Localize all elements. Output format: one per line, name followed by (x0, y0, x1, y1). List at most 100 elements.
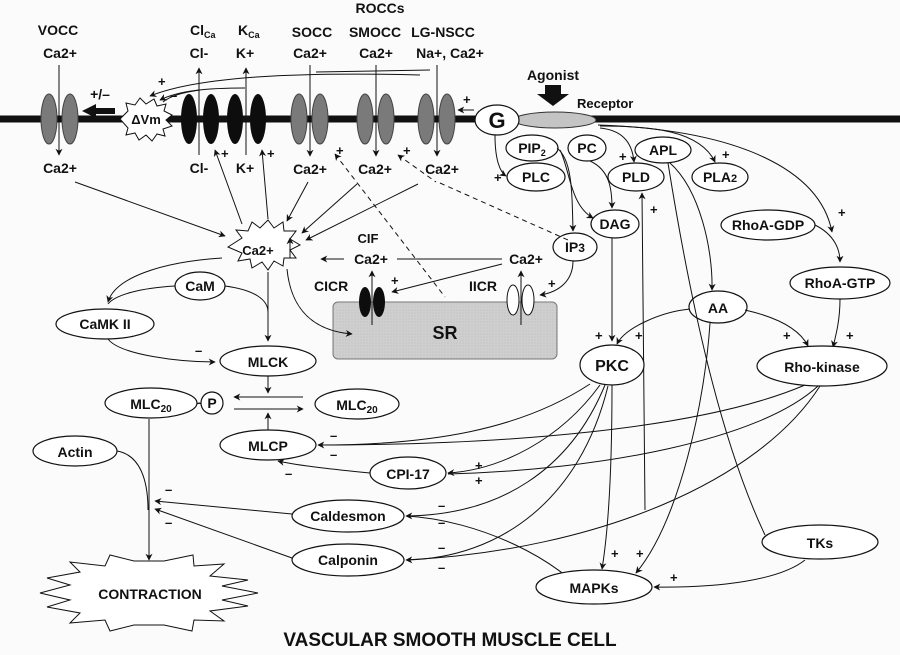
sr-label: SR (432, 323, 457, 343)
pld-plus: + (619, 149, 627, 164)
calponin-actin-minus: – (165, 515, 172, 530)
plc-plus: + (494, 170, 502, 185)
delta-vm-label: ΔVm (131, 112, 161, 127)
lgnscc-channel (417, 65, 456, 157)
clca-channel (181, 67, 219, 155)
clca-ion-top: Cl- (190, 45, 209, 61)
caldesmon-label: Caldesmon (310, 508, 385, 524)
aa-to-mapks-arrow (635, 322, 711, 574)
kca-ion-top: K+ (236, 45, 254, 61)
agonist-label: Agonist (527, 67, 579, 83)
apl-node (634, 136, 692, 164)
camk2-label: CaMK II (79, 316, 130, 332)
calponin-label: Calponin (318, 552, 378, 568)
calponin-minus-top: – (438, 540, 445, 555)
apl-to-aa-arrow (669, 162, 716, 291)
sr-calcium-left: Ca2+ (354, 251, 388, 267)
actin-to-contraction-line (116, 450, 149, 511)
g-to-plc-arrow (494, 134, 507, 177)
socc-plus: + (336, 143, 344, 158)
rho-kinase-to-cpi17-line (447, 385, 819, 475)
pkc-to-cpi17-arrow (447, 384, 601, 477)
clca-label: ClCa (190, 22, 216, 40)
rocc-bracket-line (315, 69, 431, 73)
rhoa-gtp-label: RhoA-GTP (805, 275, 876, 291)
lgnscc-label: LG-NSCC (411, 24, 475, 40)
clca-plus: + (221, 146, 229, 161)
mapks-plus-right: + (636, 546, 644, 561)
rhoa-gtp-to-rho-kinase-arrow (831, 298, 841, 348)
ip3-to-iicr-arrow (539, 260, 574, 298)
calcium-to-sr-arrow (286, 268, 353, 337)
pip2-to-ip3-arrow (556, 147, 577, 232)
smocc-to-calcium-arrow (301, 183, 358, 234)
cam-label: CaM (185, 278, 215, 294)
rho-kinase-label: Rho-kinase (784, 359, 860, 375)
delta-vm-effect-label: +/– (90, 86, 110, 102)
rho-kinase-node (756, 345, 888, 387)
iicr-channel (506, 270, 535, 325)
pkc-to-mapks-arrow (599, 384, 613, 570)
pc-label: PC (577, 140, 596, 156)
vocc-label: VOCC (38, 22, 78, 38)
mlc20-label: MLC20 (336, 397, 378, 416)
mapks-plus-left: + (611, 546, 619, 561)
mlcp-minus-top: – (330, 428, 337, 443)
sr-calcium-right: Ca2+ (509, 251, 543, 267)
cytosolic-calcium-label: Ca2+ (242, 243, 274, 258)
mapks-node (535, 569, 653, 605)
mlcp-minus-bottom: – (330, 447, 337, 462)
pkc-plus-right: + (635, 328, 643, 343)
pc-to-dag-arrow (589, 160, 616, 209)
clca-to-dvm-arrow (162, 89, 201, 103)
rho-kinase-to-calponin-line (405, 385, 821, 561)
mlcp-label: MLCP (248, 438, 288, 454)
kca-ion-bottom: K+ (236, 160, 254, 176)
dag-node (590, 209, 640, 239)
cpi17-label: CPI-17 (386, 466, 430, 482)
aa-to-pkc-arrow (616, 308, 691, 345)
dag-label: DAG (599, 216, 630, 232)
smocc-channel (356, 65, 395, 157)
rhoa-plus: + (838, 205, 846, 220)
calponin-to-actin-arrow (154, 507, 293, 559)
socc-to-calcium-arrow (286, 181, 309, 222)
ip3-node (552, 232, 598, 262)
smocc-ion-in: Ca2+ (359, 45, 393, 61)
aa-node (688, 290, 748, 324)
kca-label: KCa (238, 22, 261, 40)
camk2-node (55, 308, 155, 340)
mlc20-phospho-node (104, 387, 198, 419)
socc-channel (290, 65, 329, 157)
cpi17-plus-bottom: + (475, 473, 483, 488)
caldesmon-actin-minus: – (165, 482, 172, 497)
iicr-plus: + (548, 276, 556, 291)
phosphate-node (200, 391, 224, 415)
cicr-channel (359, 270, 385, 325)
receptor (513, 111, 597, 129)
mlck-minus: – (195, 343, 202, 358)
dvm-plus-sign: + (158, 74, 166, 89)
cpi17-plus-top: + (475, 458, 483, 473)
mlc20-phospho-label: MLC20 (130, 396, 172, 415)
mapks-label: MAPKs (569, 580, 618, 596)
tks-to-mapks-arrow (653, 559, 806, 591)
apl-to-tks-line (667, 162, 766, 536)
mlc20-node (314, 388, 400, 420)
rho-kinase-plus-left: + (783, 328, 791, 343)
calcium-to-kca-arrow (259, 149, 269, 220)
lgnscc-ion-out: Ca2+ (425, 161, 459, 177)
rho-kinase-to-mlcp-line (317, 384, 806, 446)
calcium-to-camk2-arrow (106, 257, 223, 303)
camk2-to-mlck-arrow (107, 338, 216, 366)
pkc-plus-left: + (595, 328, 603, 343)
phosphate-label: P (207, 395, 216, 411)
calcium-to-clca-arrow (213, 149, 243, 225)
socc-label: SOCC (292, 24, 332, 40)
caldesmon-node (291, 499, 405, 533)
pkc-to-caldesmon-arrow (405, 384, 606, 520)
vocc-channel (40, 65, 79, 156)
cif-to-socc-dashed (334, 153, 446, 298)
mlcp-node (219, 429, 317, 461)
